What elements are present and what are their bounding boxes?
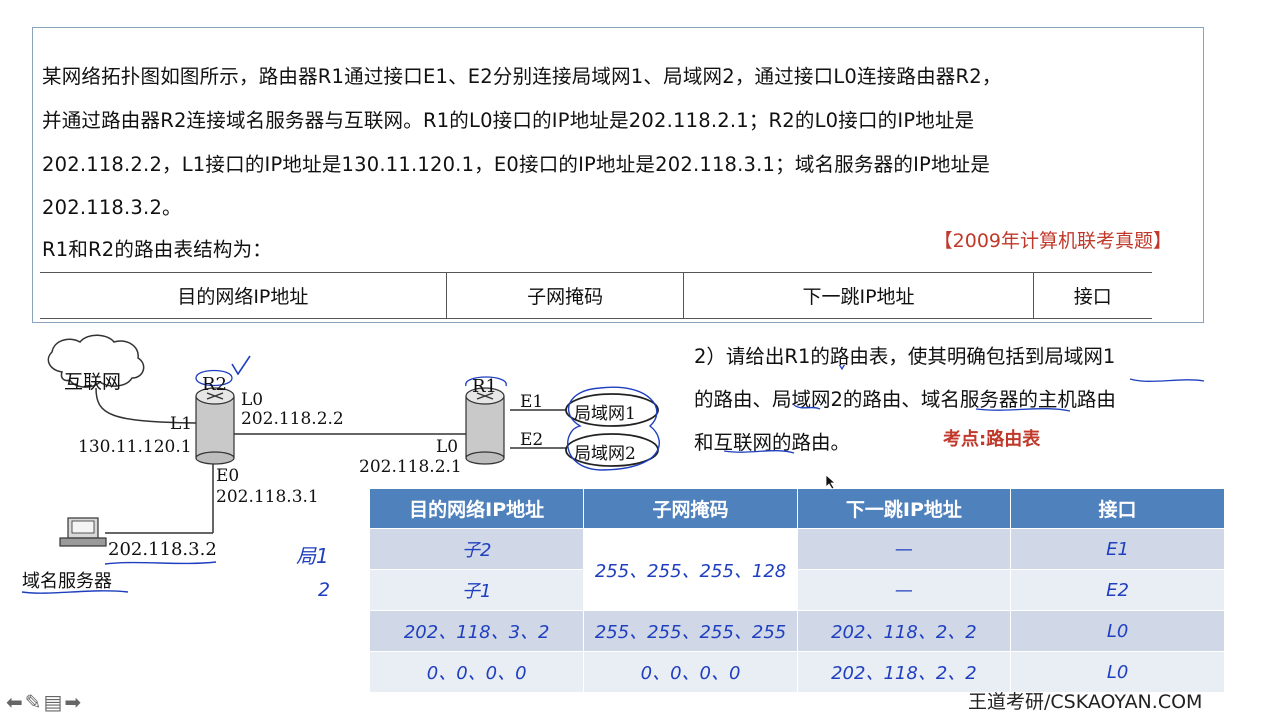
subquestion-underlines: [723, 365, 1205, 454]
slide-nav-controls[interactable]: ⬅✎▤➡: [6, 690, 84, 714]
server-ip: 202.118.3.2: [108, 539, 217, 560]
question-line-5: R1和R2的路由表结构为：: [42, 238, 273, 261]
question-box: [32, 27, 1204, 323]
question-line-4: 202.118.3.2。: [42, 196, 182, 219]
subquestion-line-2: 的路由、局域网2的路由、域名服务器的主机路由: [694, 388, 1116, 411]
rt-cell-mask: 255、255、255、255: [583, 610, 798, 652]
route-structure-table: 目的网络IP地址 子网掩码 下一跳IP地址 接口: [40, 272, 1152, 319]
source-tag: 【2009年计算机联考真题】: [933, 230, 1172, 252]
rt-cell-iface: E2: [1010, 569, 1224, 611]
server-label: 域名服务器: [22, 571, 112, 592]
structure-header-next: 下一跳IP地址: [683, 272, 1034, 319]
r1-l0-label: L0: [436, 437, 459, 457]
rt-cell-dest: 202、118、3、2: [370, 610, 585, 652]
rt-cell-dest: 子1: [370, 569, 585, 611]
question-line-3: 202.118.2.2，L1接口的IP地址是130.11.120.1，E0接口的…: [42, 153, 991, 176]
structure-header-dest: 目的网络IP地址: [40, 272, 447, 319]
rt-cell-dest: 子2: [370, 528, 585, 570]
server-underline: [104, 561, 217, 565]
link-internet-r2: [95, 387, 197, 424]
r2-checkmark: [231, 355, 251, 376]
network-topology-diagram: [21, 334, 660, 594]
table-row: 子1 — E2: [370, 569, 1224, 611]
r2-e0-label: E0: [216, 466, 240, 486]
subquestion-line-1: 2）请给出R1的路由表，使其明确包括到局域网1: [694, 345, 1116, 368]
rt-cell-next: 202、118、2、2: [797, 651, 1012, 692]
rt-header-dest: 目的网络IP地址: [370, 489, 585, 529]
kaodian-tag: 考点:路由表: [943, 429, 1041, 450]
rt-cell-iface: E1: [1010, 528, 1224, 570]
dns-server-computer: [59, 517, 107, 547]
subquestion-line-3: 和互联网的路由。: [694, 431, 851, 454]
router-r2: [195, 387, 235, 465]
rt-cell-dest: 0、0、0、0: [370, 651, 585, 692]
rt-cell-iface: L0: [1010, 651, 1224, 692]
rt-cell-mask-merged: 255、255、255、128: [583, 528, 798, 611]
r2-e0-ip: 202.118.3.1: [216, 487, 319, 507]
r1-label-circle: [465, 376, 507, 387]
rt-cell-next: —: [797, 569, 1012, 611]
r2-l0-label: L0: [241, 390, 264, 410]
server-label-underline: [21, 590, 129, 594]
table-row: 0、0、0、0 0、0、0、0 202、118、2、2 L0: [370, 651, 1224, 692]
structure-header-mask: 子网掩码: [445, 272, 684, 319]
mouse-pointer-icon: [825, 474, 837, 490]
r1-e2-label: E2: [520, 430, 544, 450]
r1-label: R1: [472, 376, 498, 397]
r1-routing-table: 目的网络IP地址 子网掩码 下一跳IP地址 接口 子2 255、255、255、…: [370, 489, 1224, 692]
watermark: 王道考研/CSKAOYAN.COM: [968, 691, 1203, 713]
router-r1: [465, 387, 505, 465]
lan-handwritten-loop: [567, 386, 660, 471]
rt-header-iface: 接口: [1010, 489, 1224, 529]
question-line-2: 并通过路由器R2连接域名服务器与互联网。R1的L0接口的IP地址是202.118…: [42, 109, 975, 132]
table-row: 202、118、3、2 255、255、255、255 202、118、2、2 …: [370, 610, 1224, 652]
r2-l1-label: L1: [170, 414, 193, 434]
lan1-label: 局域网1: [574, 404, 636, 424]
rt-cell-mask: 0、0、0、0: [583, 651, 798, 692]
r1-e1-label: E1: [520, 392, 544, 412]
r2-label-circle: [195, 369, 233, 387]
lan1-ellipse: [565, 393, 659, 427]
table-row: 子2 255、255、255、128 — E1: [370, 528, 1224, 611]
internet-cloud: [47, 334, 145, 388]
note-2: 2: [318, 579, 331, 601]
r1-l0-ip: 202.118.2.1: [359, 457, 462, 477]
rt-cell-next: —: [797, 528, 1012, 570]
rt-cell-next: 202、118、2、2: [797, 610, 1012, 652]
r2-l0-ip: 202.118.2.2: [241, 409, 344, 429]
r2-label: R2: [202, 374, 228, 395]
r2-l1-ip: 130.11.120.1: [78, 437, 192, 457]
internet-label: 互联网: [64, 371, 122, 393]
question-line-1: 某网络拓扑图如图所示，路由器R1通过接口E1、E2分别连接局域网1、局域网2，通…: [42, 65, 1002, 88]
lan2-label: 局域网2: [574, 444, 636, 464]
rt-cell-iface: L0: [1010, 610, 1224, 652]
structure-header-iface: 接口: [1032, 272, 1152, 319]
rt-header-next: 下一跳IP地址: [797, 489, 1012, 529]
note-ju1: 局1: [296, 544, 329, 568]
rt-header-mask: 子网掩码: [583, 489, 798, 529]
